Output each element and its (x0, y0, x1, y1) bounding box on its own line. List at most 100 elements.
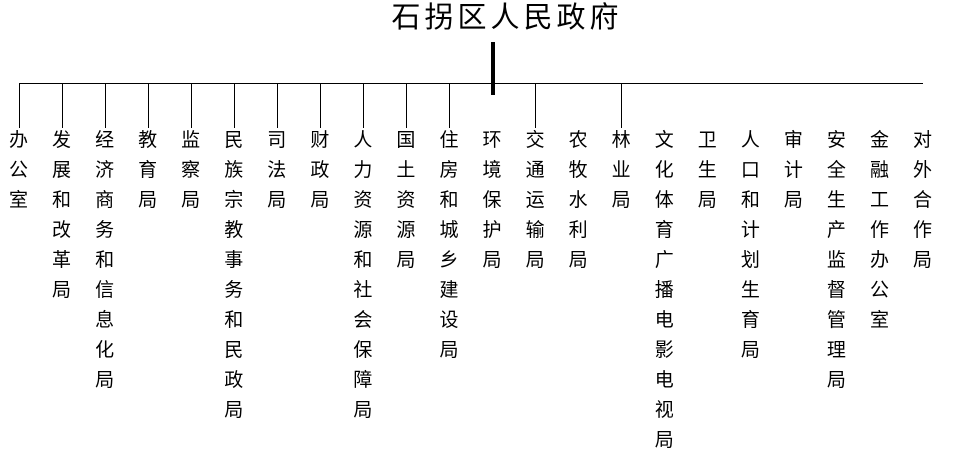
department-name-char: 公 (869, 280, 890, 301)
department-name-char: 资 (353, 190, 373, 211)
department-name-char: 监 (181, 130, 201, 151)
department-node: 民族宗教事务和民政局 (224, 131, 243, 420)
department-name-char: 商 (95, 190, 115, 211)
connector-line (362, 84, 364, 128)
department-name-char: 局 (913, 250, 933, 271)
department-name-char: 济 (95, 160, 115, 181)
department-name-char: 息 (95, 310, 115, 331)
connector-line (405, 84, 407, 128)
horizontal-trunk-line (19, 83, 923, 84)
department-name-char: 源 (396, 220, 416, 241)
department-name-char: 护 (482, 220, 502, 241)
department-name-char: 和 (439, 190, 459, 211)
department-name-char: 宗 (224, 190, 244, 211)
department-name-char: 办 (869, 250, 890, 271)
department-name-char: 局 (95, 370, 115, 391)
connector-line (104, 84, 106, 128)
department-name-char: 局 (740, 340, 760, 361)
department-name-char: 资 (396, 190, 416, 211)
department-name-char: 电 (654, 310, 674, 331)
root-connector-line (491, 42, 495, 95)
department-name-char: 牧 (568, 160, 588, 181)
department-name-char: 和 (95, 250, 115, 271)
department-name-char: 交 (525, 130, 545, 151)
department-name-char: 安 (826, 130, 846, 151)
connector-line (233, 84, 235, 128)
department-name-char: 障 (353, 370, 373, 391)
department-node: 卫生局 (698, 131, 717, 210)
connector-line (276, 84, 278, 128)
department-node: 教育局 (138, 131, 157, 210)
department-name-char: 发 (52, 130, 72, 151)
department-name-char: 保 (353, 340, 373, 361)
department-name-char: 育 (138, 160, 158, 181)
department-name-char: 政 (310, 160, 330, 181)
department-node: 办公室 (9, 131, 28, 210)
department-name-char: 设 (439, 310, 459, 331)
department-name-char: 社 (353, 280, 373, 301)
department-name-char: 审 (783, 130, 803, 151)
department-name-char: 金 (869, 130, 890, 151)
department-name-char: 局 (353, 400, 373, 421)
department-name-char: 划 (740, 250, 760, 271)
department-name-char: 人 (353, 130, 373, 151)
department-name-char: 业 (611, 160, 631, 181)
department-name-char: 力 (353, 160, 373, 181)
department-name-char: 房 (439, 160, 459, 181)
department-name-char: 住 (439, 130, 459, 151)
department-name-char: 会 (353, 310, 373, 331)
department-name-char: 局 (482, 250, 502, 271)
department-name-char: 局 (267, 190, 287, 211)
department-name-char: 对 (913, 130, 933, 151)
department-name-char: 土 (396, 160, 416, 181)
department-name-char: 保 (482, 190, 502, 211)
department-name-char: 族 (224, 160, 244, 181)
department-name-char: 输 (525, 220, 545, 241)
department-name-char: 全 (826, 160, 846, 181)
department-name-char: 务 (95, 220, 115, 241)
department-name-char: 视 (654, 400, 674, 421)
department-name-char: 监 (826, 250, 846, 271)
department-name-char: 局 (52, 280, 72, 301)
department-name-char: 民 (224, 340, 244, 361)
department-name-char: 建 (439, 280, 459, 301)
department-name-char: 局 (525, 250, 545, 271)
department-name-char: 融 (869, 160, 890, 181)
department-node: 环境保护局 (483, 131, 502, 270)
department-name-char: 局 (439, 340, 459, 361)
department-name-char: 教 (138, 130, 158, 151)
department-name-char: 口 (740, 160, 760, 181)
department-name-char: 产 (826, 220, 846, 241)
department-name-char: 政 (224, 370, 244, 391)
department-name-char: 和 (224, 310, 244, 331)
department-name-char: 局 (826, 370, 846, 391)
connector-line (621, 84, 623, 128)
department-node: 监察局 (181, 131, 200, 210)
department-name-char: 室 (869, 310, 890, 331)
department-node: 林业局 (612, 131, 631, 210)
department-name-char: 展 (52, 160, 72, 181)
department-name-char: 局 (697, 190, 717, 211)
department-name-char: 通 (525, 160, 545, 181)
department-name-char: 作 (913, 220, 933, 241)
department-node: 国土资源局 (396, 131, 415, 270)
department-name-char: 国 (396, 130, 416, 151)
department-name-char: 财 (310, 130, 330, 151)
department-name-char: 室 (8, 190, 29, 211)
department-name-char: 局 (181, 190, 201, 211)
connector-line (319, 84, 321, 128)
department-node: 司法局 (267, 131, 286, 210)
department-name-char: 和 (52, 190, 72, 211)
connector-line (449, 84, 450, 128)
department-name-char: 局 (654, 430, 674, 451)
department-name-char: 播 (654, 280, 674, 301)
department-name-char: 环 (482, 130, 502, 151)
department-name-char: 信 (95, 280, 115, 301)
department-name-char: 经 (95, 130, 115, 151)
department-name-char: 外 (913, 160, 933, 181)
department-name-char: 生 (826, 190, 846, 211)
department-name-char: 管 (826, 310, 846, 331)
department-name-char: 体 (654, 190, 674, 211)
department-name-char: 林 (611, 130, 631, 151)
